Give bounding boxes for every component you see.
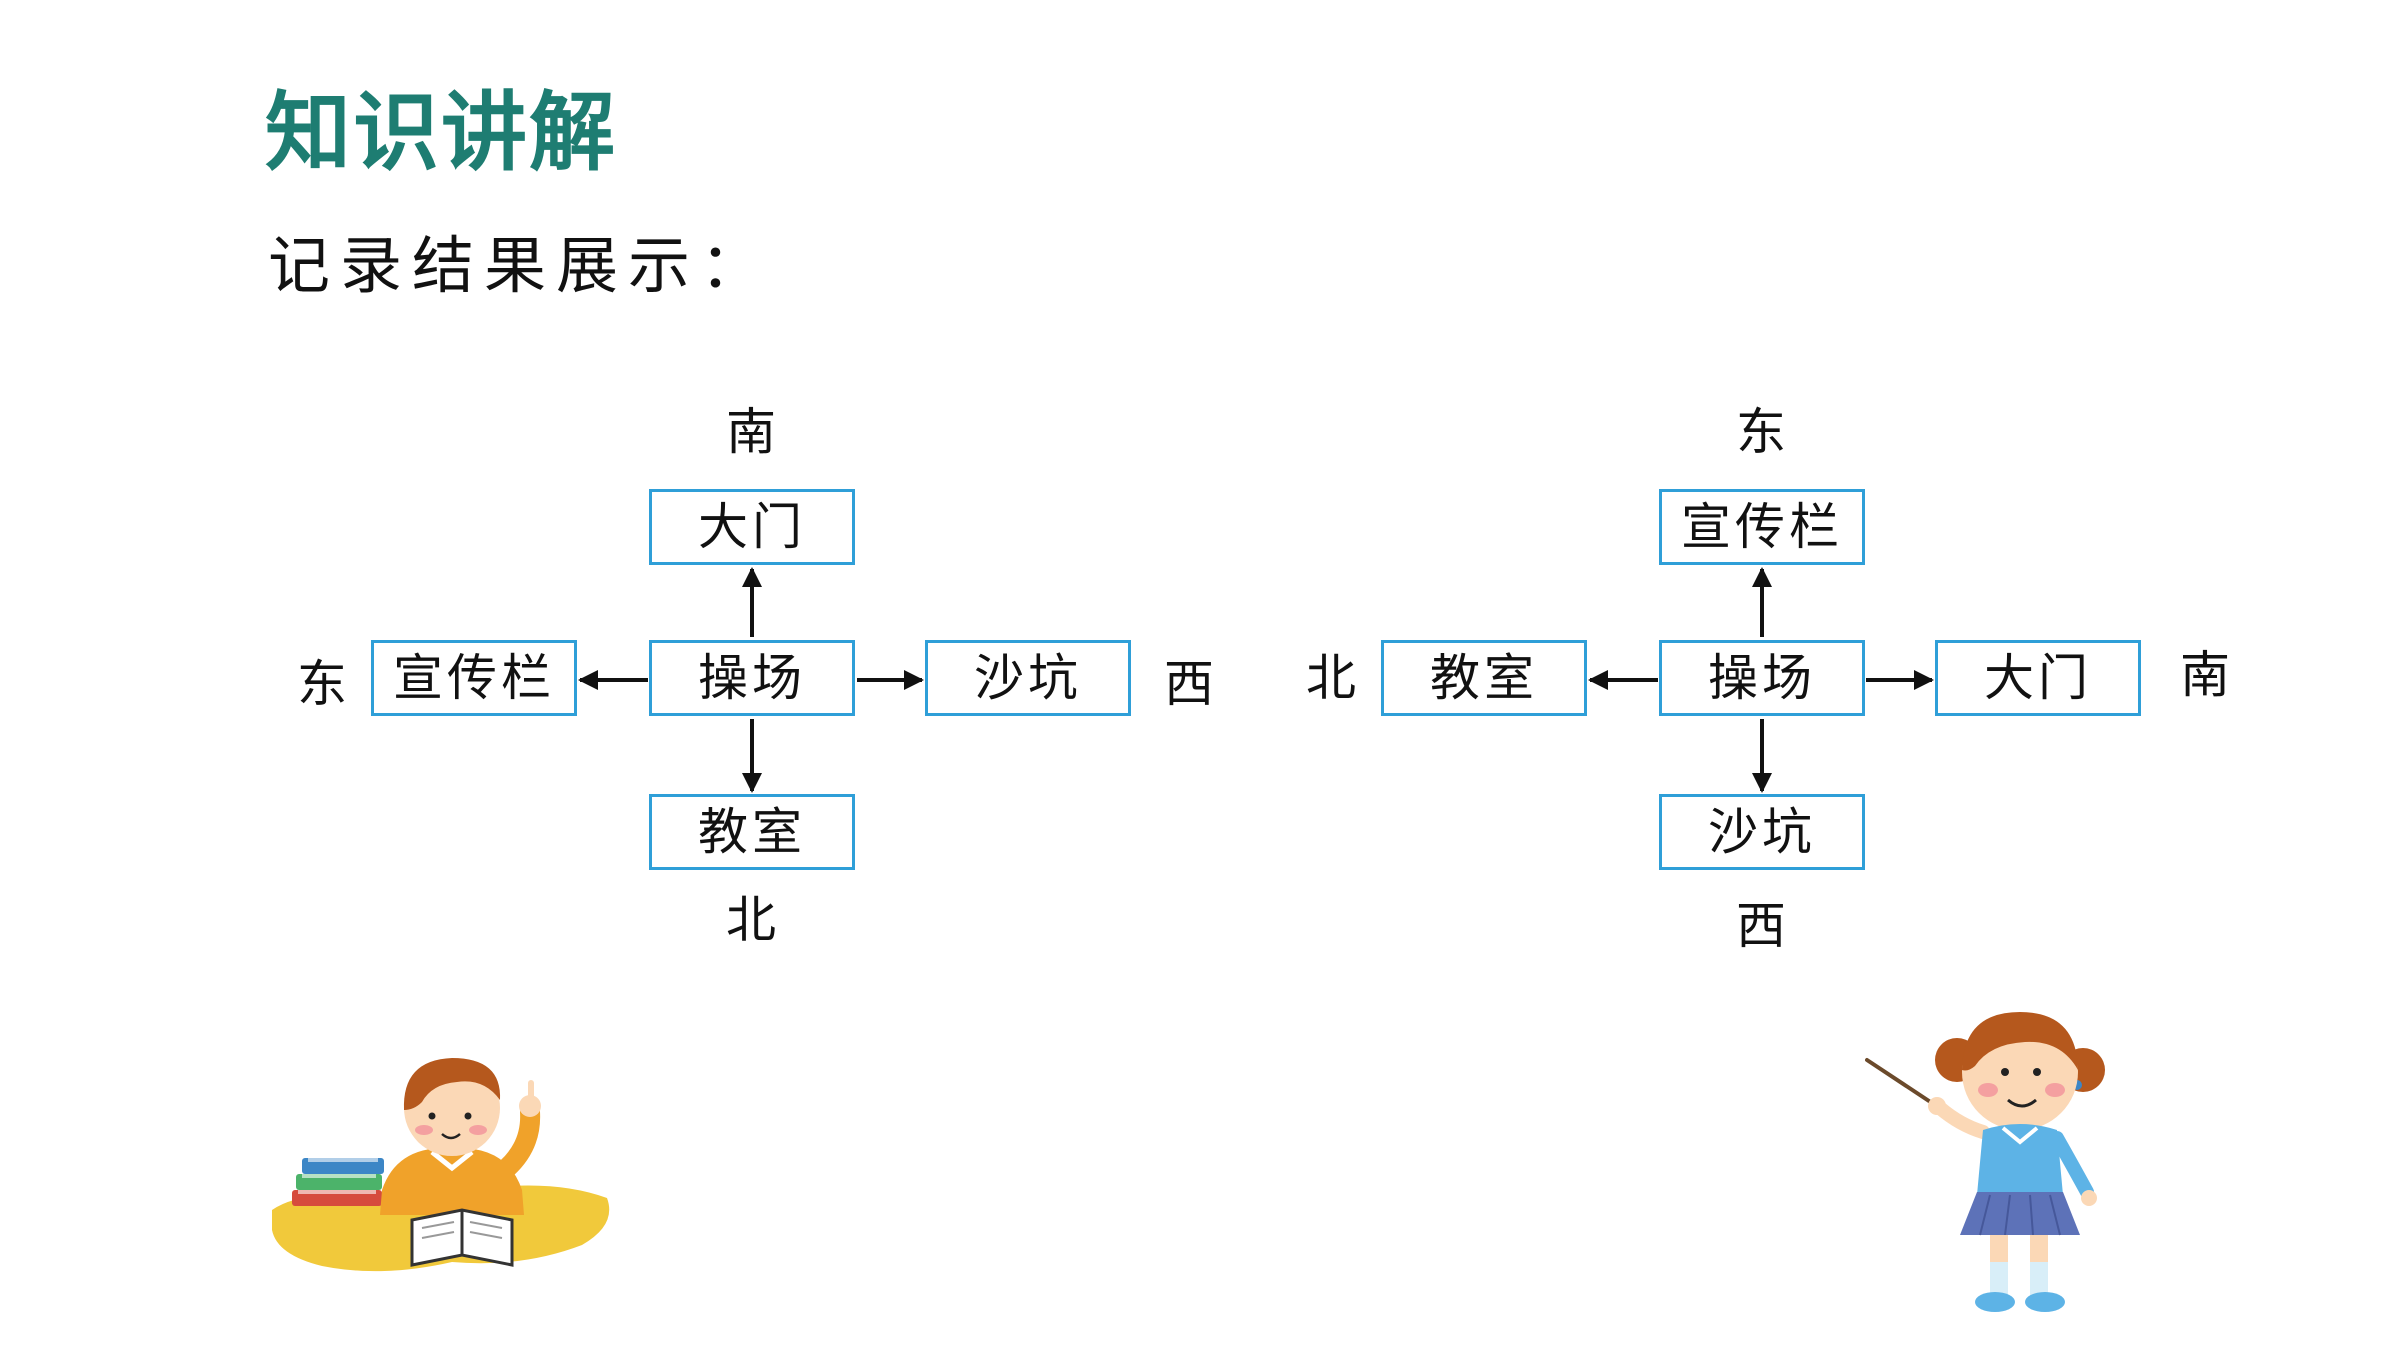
subtitle: 记录结果展示： xyxy=(268,229,773,302)
right-dir-left: 北 xyxy=(1306,649,1356,707)
left-node-right: 沙坑 xyxy=(925,640,1131,716)
right-dir-right: 南 xyxy=(2180,646,2230,704)
right-dir-top: 东 xyxy=(1736,403,1786,461)
left-node-left: 宣传栏 xyxy=(371,640,577,716)
left-node-bottom: 教室 xyxy=(649,794,855,870)
left-dir-top: 南 xyxy=(726,403,776,461)
left-dir-bottom: 北 xyxy=(726,891,776,949)
left-node-top: 大门 xyxy=(649,489,855,565)
right-node-center: 操场 xyxy=(1659,640,1865,716)
left-dir-left: 东 xyxy=(297,655,347,713)
right-node-bottom: 沙坑 xyxy=(1659,794,1865,870)
right-node-left: 教室 xyxy=(1381,640,1587,716)
right-node-top: 宣传栏 xyxy=(1659,489,1865,565)
right-node-right: 大门 xyxy=(1935,640,2141,716)
boy-reading-illustration xyxy=(272,1058,610,1272)
girl-teacher-illustration xyxy=(1865,1012,2105,1312)
left-dir-right: 西 xyxy=(1164,655,1214,713)
left-node-center: 操场 xyxy=(649,640,855,716)
right-dir-bottom: 西 xyxy=(1736,897,1786,955)
slide-title: 知识讲解 xyxy=(265,83,617,183)
